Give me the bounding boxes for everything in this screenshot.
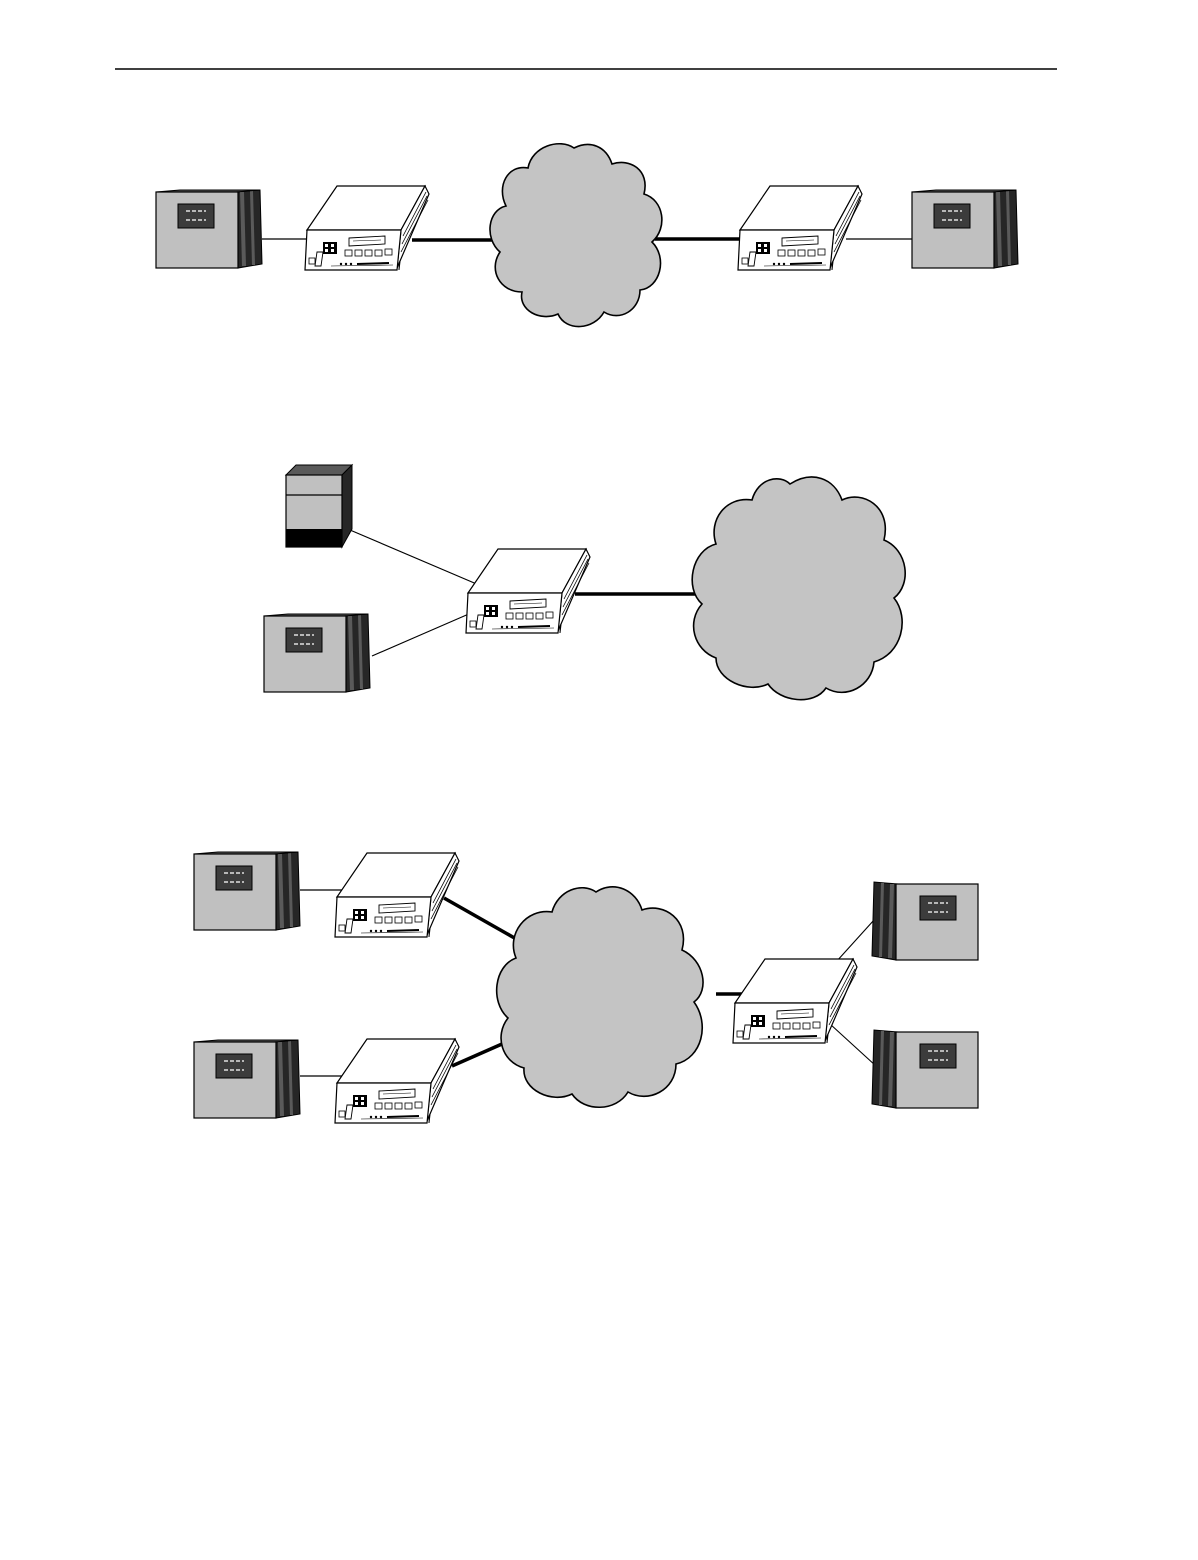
network-cloud-icon [692,477,905,700]
host-computer-icon [264,614,370,692]
link-csu-3-host-3 [836,920,874,962]
csu-dsu-icon [335,1039,459,1123]
csu-dsu-icon [738,186,862,270]
host-computer-icon [912,190,1018,268]
host-computer-icon [194,1040,300,1118]
diagram-multipoint [194,852,978,1123]
link-csu-3-host-4 [830,1024,876,1066]
csu-dsu-icon [335,853,459,937]
host-computer-icon [194,852,300,930]
network-cloud-icon [497,887,703,1107]
link-host-csu [372,610,478,656]
csu-dsu-icon [305,186,429,270]
tower-server-icon [286,465,352,547]
link-tower-csu [350,530,486,588]
network-cloud-icon [490,144,662,327]
host-computer-icon [872,882,978,960]
diagram-multi-host [264,465,905,700]
csu-dsu-icon [466,549,590,633]
csu-dsu-icon [733,959,857,1043]
host-computer-icon [156,190,262,268]
diagram-point-to-point [156,144,1018,327]
link-csu-1-network [444,898,518,940]
host-computer-icon [872,1030,978,1108]
